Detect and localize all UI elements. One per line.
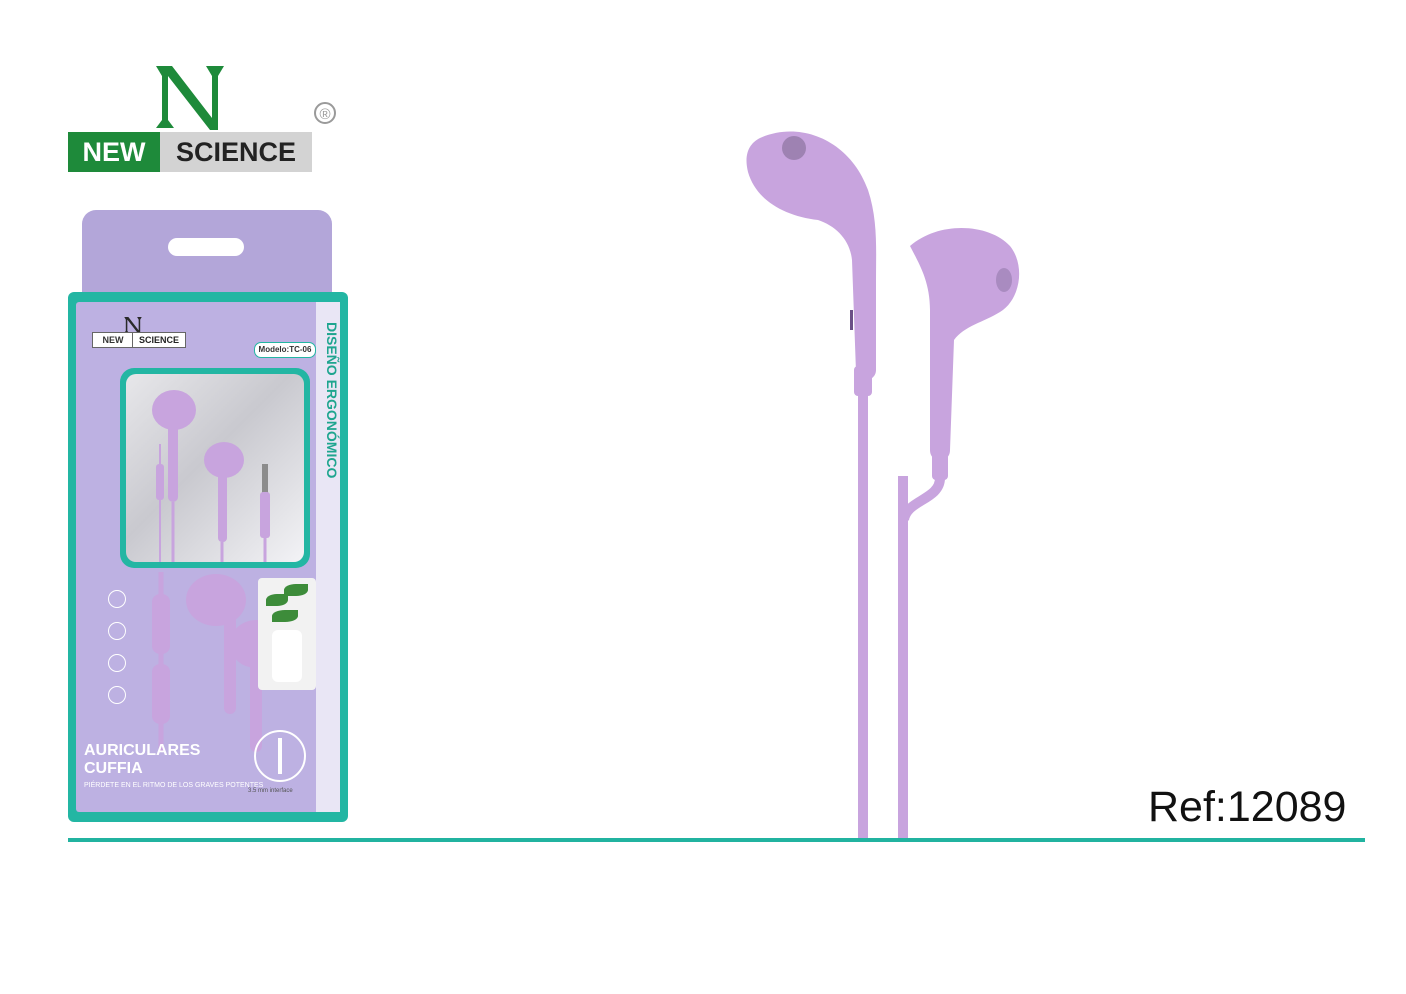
hang-hole (168, 238, 244, 256)
reference-number: Ref:12089 (1148, 783, 1347, 831)
package-earphones-icon (152, 572, 282, 752)
package-n-icon (124, 317, 142, 334)
earphones-product-icon (746, 131, 1020, 840)
sound-wave-icon (108, 686, 126, 704)
package-logo-science: SCIENCE (132, 332, 186, 348)
model-label: Modelo:TC-06 (254, 342, 316, 358)
product-package: NEW SCIENCE Modelo:TC-06 DISEÑO ERGONÓMI… (68, 210, 348, 830)
registered-mark: ® (314, 102, 336, 124)
touch-icon (108, 622, 126, 640)
display-window-inner (126, 374, 304, 562)
headphone-icon (108, 590, 126, 608)
baseline-divider (68, 838, 1365, 842)
package-logo-new: NEW (92, 332, 134, 348)
package-subtitle: PIÉRDETE EN EL RITMO DE LOS GRAVES POTEN… (84, 782, 264, 789)
brand-n-icon (156, 66, 224, 130)
jack-label: 3.5 mm interface (248, 788, 293, 794)
package-vertical-title: DISEÑO ERGONÓMICO (324, 322, 340, 479)
brand-logo: ® NEW SCIENCE (68, 62, 348, 177)
brand-science-text: SCIENCE (160, 132, 312, 172)
package-logo: NEW SCIENCE (92, 317, 204, 348)
plant-image (258, 578, 316, 690)
drop-icon (108, 654, 126, 672)
vase (272, 630, 302, 682)
brand-new-text: NEW (68, 132, 160, 172)
package-title: AURICULARES CUFFIA (84, 742, 201, 777)
jack-icon (254, 730, 306, 782)
package-side-panel (316, 302, 340, 812)
window-earphones-icon (152, 390, 270, 562)
